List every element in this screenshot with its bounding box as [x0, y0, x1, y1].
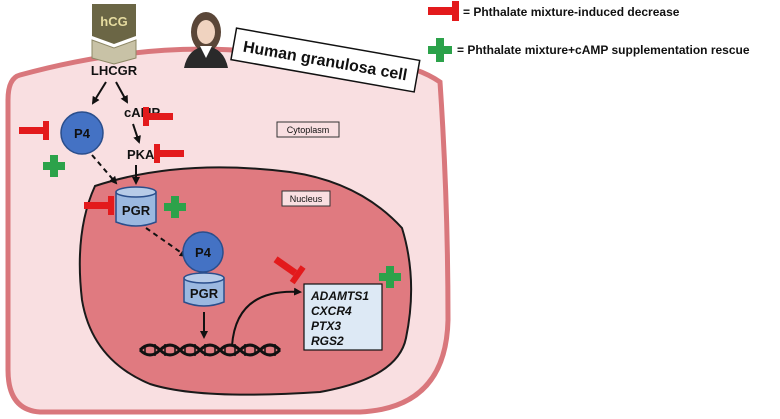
- legend-rescue-label: = Phthalate mixture+cAMP supplementation…: [457, 43, 750, 57]
- cytoplasm-label-box: [276, 121, 340, 138]
- pka-label: PKA: [127, 147, 155, 162]
- genes-rescue-icon: [379, 266, 401, 288]
- cell-title-box: Human granulosa cell: [230, 27, 421, 93]
- hcg-ligand-shape: [92, 4, 136, 44]
- gene-rgs2: RGS2: [311, 334, 344, 348]
- nucleus-label-box: [281, 190, 331, 207]
- pka-inhibit-icon: [154, 144, 184, 163]
- legend-decrease-label: = Phthalate mixture-induced decrease: [463, 5, 680, 19]
- arrow-lhcgr-p4: [91, 81, 107, 105]
- gene-ptx3: PTX3: [311, 319, 341, 333]
- gene-cxcr4: CXCR4: [311, 304, 352, 318]
- p4-nucleus-circle: [182, 231, 224, 273]
- arrow-pgr-translocation: [145, 227, 188, 258]
- pgr-inhibit-icon: [84, 196, 114, 215]
- nucleus-label: Nucleus: [290, 194, 323, 204]
- gene-box: [303, 283, 383, 351]
- pgr-rescue-icon: [164, 196, 186, 218]
- arrow-lhcgr-camp: [115, 81, 128, 104]
- arrow-p4-pgr: [91, 154, 118, 185]
- pgr-1-label: PGR: [122, 203, 151, 218]
- woman-icon: [184, 12, 228, 68]
- genes-inhibit-icon: [273, 256, 306, 285]
- arrow-transcription: [231, 287, 302, 347]
- hcg-label: hCG: [100, 14, 127, 29]
- legend-rescue-icon: [428, 38, 452, 62]
- p4-nucleus-label: P4: [195, 245, 212, 260]
- dna-helix-icon: [138, 343, 282, 357]
- p4-cytoplasm-circle: [60, 111, 104, 155]
- legend-decrease-icon: [428, 1, 459, 21]
- arrow-camp-pka: [132, 123, 141, 144]
- p4-inhibit-icon: [19, 121, 49, 140]
- lhcgr-receptor-shape: [91, 39, 137, 65]
- camp-inhibit-icon: [143, 107, 173, 126]
- lhcgr-label: LHCGR: [91, 63, 138, 78]
- cytoplasm-label: Cytoplasm: [287, 125, 330, 135]
- pgr-receptor-1: [115, 186, 157, 227]
- pgr-2-label: PGR: [190, 286, 219, 301]
- p4-rescue-icon: [43, 155, 65, 177]
- gene-adamts1: ADAMTS1: [310, 289, 369, 303]
- p4-cytoplasm-label: P4: [74, 126, 91, 141]
- pgr-receptor-2: [183, 272, 225, 307]
